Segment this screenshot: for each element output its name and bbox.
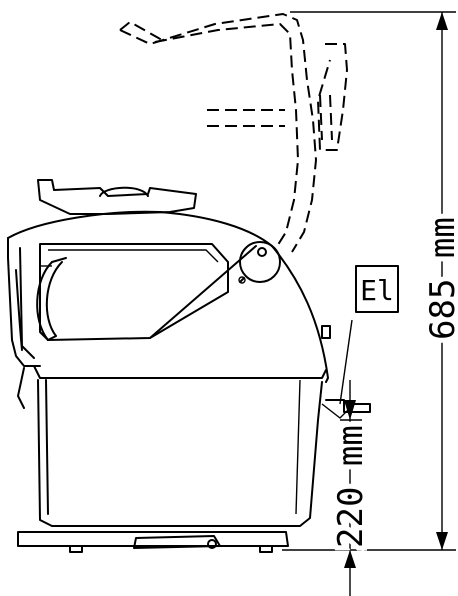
total-height-label: 685 mm [423, 217, 458, 340]
base-clearance-dimension [339, 319, 362, 596]
reference-tag-box: El [355, 265, 399, 313]
total-height-dimension [282, 11, 456, 551]
reference-tag-text: El [360, 274, 394, 307]
lid-closed [7, 179, 273, 247]
lid-open-position-outline [119, 13, 348, 253]
base-clearance-label: 220 mm [331, 425, 371, 548]
machine-housing [7, 237, 331, 527]
slicer-blade [36, 257, 67, 341]
base-plate [17, 531, 289, 553]
